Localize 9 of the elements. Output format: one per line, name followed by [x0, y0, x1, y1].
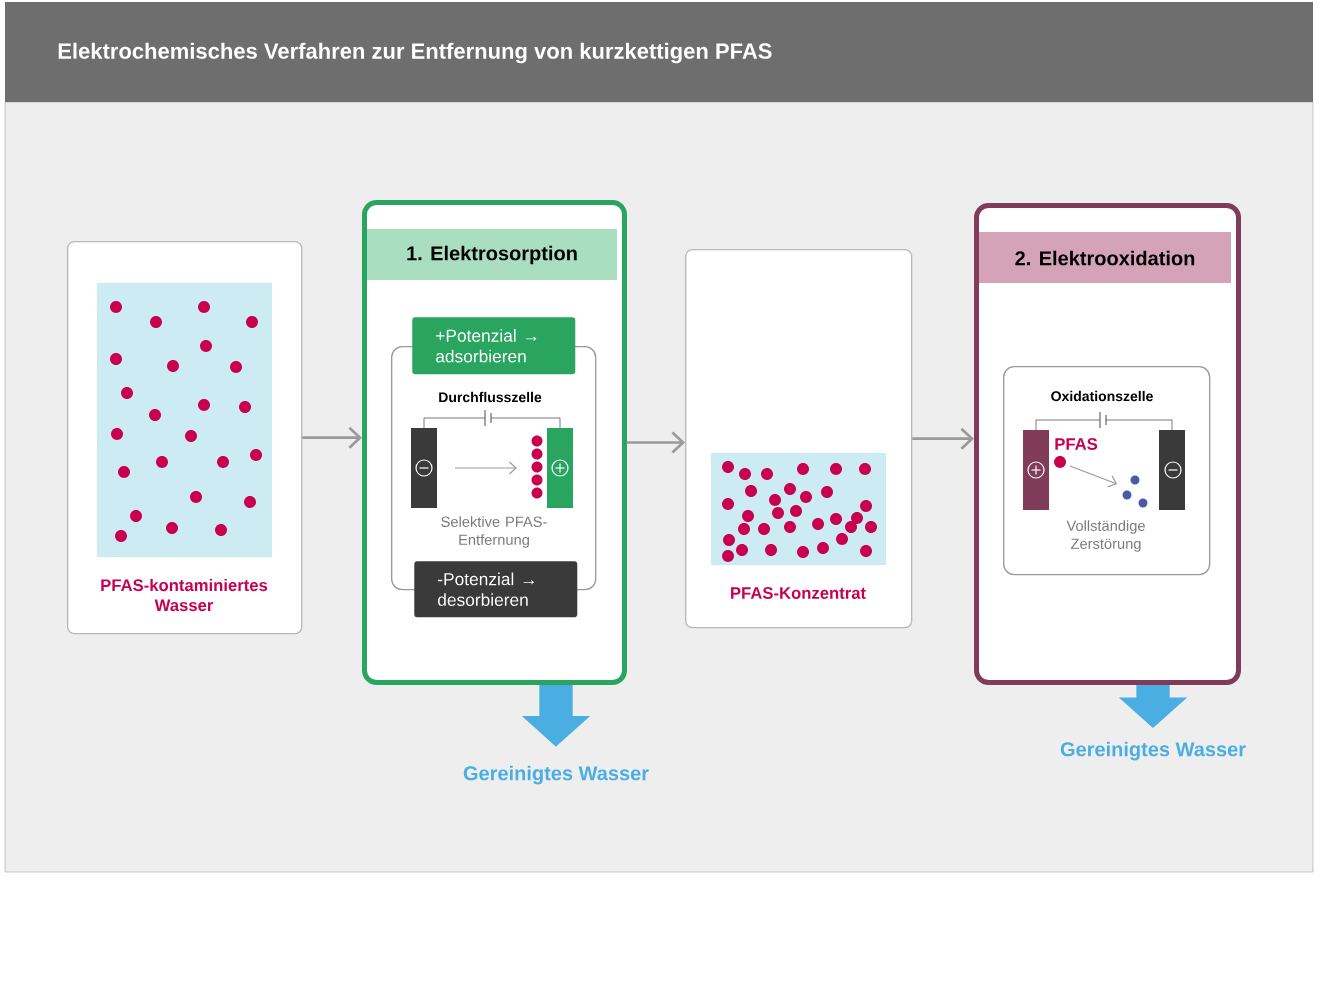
output-label: Gereinigtes Wasser: [463, 765, 649, 785]
potential-box: +Potenzial → adsorbieren: [412, 317, 576, 375]
output-label: Gereinigtes Wasser: [1060, 741, 1246, 761]
pfas-label: PFAS: [1055, 438, 1098, 450]
potential-box: -Potenzial → desorbieren: [414, 561, 578, 618]
title-bar: Elektrochemisches Verfahren zur Entfernung von kurzkettigen PFAS: [5, 2, 1313, 102]
arrow: [627, 431, 685, 454]
arrow: [912, 427, 974, 450]
arrow: [302, 426, 362, 449]
